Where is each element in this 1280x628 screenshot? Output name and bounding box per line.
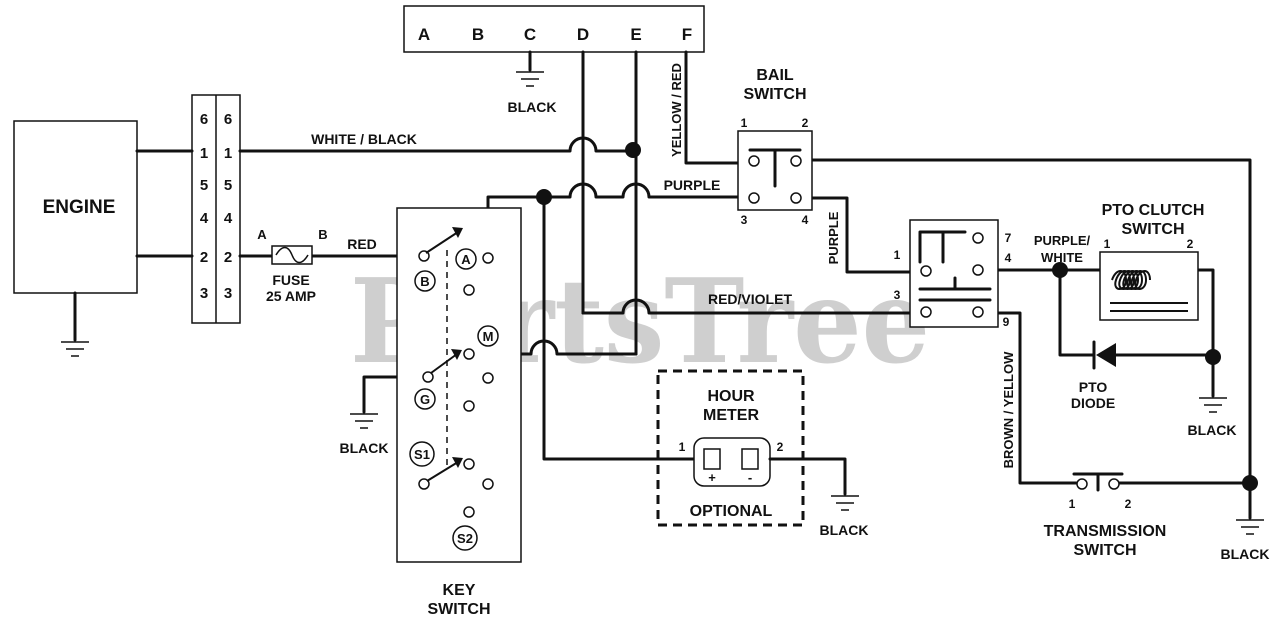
wire-label-red-violet: RED/VIOLET (708, 291, 792, 307)
junction-dot-key (536, 189, 552, 205)
junction-dot-e (625, 142, 641, 158)
wire-label-purple-top: PURPLE (664, 177, 721, 193)
wire-label-red: RED (347, 236, 377, 252)
bail-switch-label-2: SWITCH (743, 86, 806, 103)
pto-pin-4: 4 (1005, 251, 1012, 265)
connector-pin-c: C (524, 25, 536, 44)
wire-label-white-black: WHITE / BLACK (311, 131, 417, 147)
key-pos-b: B (420, 274, 429, 289)
hour-meter-pin-2: 2 (777, 440, 784, 454)
hour-meter-optional: OPTIONAL (690, 503, 773, 520)
key-switch-label-2: SWITCH (427, 601, 490, 618)
fuse-pin-a: A (257, 227, 267, 242)
key-pos-a: A (461, 252, 471, 267)
key-switch: A B M G S1 S2 (396, 207, 522, 563)
right-ground-icon (1236, 519, 1264, 535)
hour-meter-minus: - (748, 470, 752, 485)
junction-dot-right (1242, 475, 1258, 491)
fuse-label-2: 25 AMP (266, 288, 316, 304)
junction-dot-diode (1205, 349, 1221, 365)
hour-meter-label-1: HOUR (707, 388, 755, 405)
connector-pin-e: E (630, 25, 641, 44)
pto-clutch: 1 2 (1099, 237, 1199, 321)
engine-pin-left-3: 3 (200, 285, 208, 302)
key-pos-m: M (483, 329, 494, 344)
transmission-switch: 1 2 (1069, 472, 1132, 511)
transmission-pin-1: 1 (1069, 497, 1076, 511)
pto-diode-icon (1092, 340, 1116, 370)
hour-meter-pin-1: 1 (679, 440, 686, 454)
hour-meter-plus: + (708, 470, 716, 485)
wire-label-purple-white-2: WHITE (1041, 250, 1083, 265)
wire-label-brown-yellow: BROWN / YELLOW (1001, 351, 1016, 468)
top-connector: A B C D E F (403, 5, 705, 53)
pto-switch: 1 3 7 4 9 (894, 219, 1012, 329)
key-switch-label-1: KEY (443, 582, 476, 599)
pto-clutch-label-1: PTO CLUTCH (1102, 202, 1205, 219)
pto-clutch-label-2: SWITCH (1121, 221, 1184, 238)
connector-pin-a: A (418, 25, 430, 44)
engine-pin-left-2: 2 (200, 249, 208, 266)
bail-switch: 1 2 3 4 (737, 116, 813, 227)
engine-connector: 6 1 5 4 2 3 6 1 5 4 2 3 (191, 94, 241, 324)
key-pos-s1: S1 (414, 447, 430, 462)
bail-switch-label-1: BAIL (756, 67, 794, 84)
pto-diode-label-1: PTO (1079, 379, 1108, 395)
hour-meter-label-2: METER (703, 407, 759, 424)
engine-pin-right-6: 6 (224, 111, 232, 128)
pto-pin-7: 7 (1005, 231, 1012, 245)
pto-clutch-pin-1: 1 (1104, 237, 1111, 251)
bail-pin-1: 1 (741, 116, 748, 130)
fuse-label-1: FUSE (272, 272, 309, 288)
hour-meter-ground-label: BLACK (820, 522, 869, 538)
engine-pin-left-4: 4 (200, 210, 209, 227)
wire-label-purple-side: PURPLE (826, 211, 841, 264)
engine-pin-left-1: 1 (200, 145, 208, 162)
transmission-switch-label-2: SWITCH (1073, 542, 1136, 559)
bail-pin-4: 4 (802, 213, 809, 227)
bail-pin-2: 2 (802, 116, 809, 130)
wire-label-purple-white-1: PURPLE/ (1034, 233, 1091, 248)
engine-ground-icon (61, 341, 89, 357)
connector-pin-d: D (577, 25, 589, 44)
key-ground-label: BLACK (340, 440, 389, 456)
key-pos-g: G (420, 392, 430, 407)
hour-meter: + - 1 2 HOUR METER OPTIONAL (656, 369, 805, 527)
fuse: A B FUSE 25 AMP (257, 227, 327, 304)
pto-pin-1: 1 (894, 248, 901, 262)
pto-diode-label-2: DIODE (1071, 395, 1115, 411)
pto-ground-icon (1199, 397, 1227, 413)
pto-pin-3: 3 (894, 288, 901, 302)
key-pos-s2: S2 (457, 531, 473, 546)
engine-pin-right-5: 5 (224, 177, 232, 194)
connector-ground-label: BLACK (508, 99, 557, 115)
engine-pin-right-2: 2 (224, 249, 232, 266)
wire-label-yellow-red: YELLOW / RED (669, 63, 684, 157)
fuse-pin-b: B (318, 227, 327, 242)
engine-pin-right-4: 4 (224, 210, 233, 227)
transmission-switch-label-1: TRANSMISSION (1044, 523, 1167, 540)
engine-pin-left-6: 6 (200, 111, 208, 128)
right-ground-label: BLACK (1221, 546, 1270, 562)
key-ground-icon (350, 413, 378, 429)
engine-label: ENGINE (43, 197, 116, 218)
transmission-pin-2: 2 (1125, 497, 1132, 511)
engine-pin-right-1: 1 (224, 145, 232, 162)
pto-pin-9: 9 (1003, 315, 1010, 329)
engine-pin-right-3: 3 (224, 285, 232, 302)
connector-pin-f: F (682, 25, 692, 44)
bail-pin-3: 3 (741, 213, 748, 227)
pto-ground-label: BLACK (1188, 422, 1237, 438)
connector-ground-icon (516, 71, 544, 87)
engine-block: ENGINE (13, 120, 138, 357)
pto-clutch-pin-2: 2 (1187, 237, 1194, 251)
junction-dot-purple-white (1052, 262, 1068, 278)
engine-pin-left-5: 5 (200, 177, 208, 194)
hour-meter-ground-icon (831, 495, 859, 511)
connector-pin-b: B (472, 25, 484, 44)
